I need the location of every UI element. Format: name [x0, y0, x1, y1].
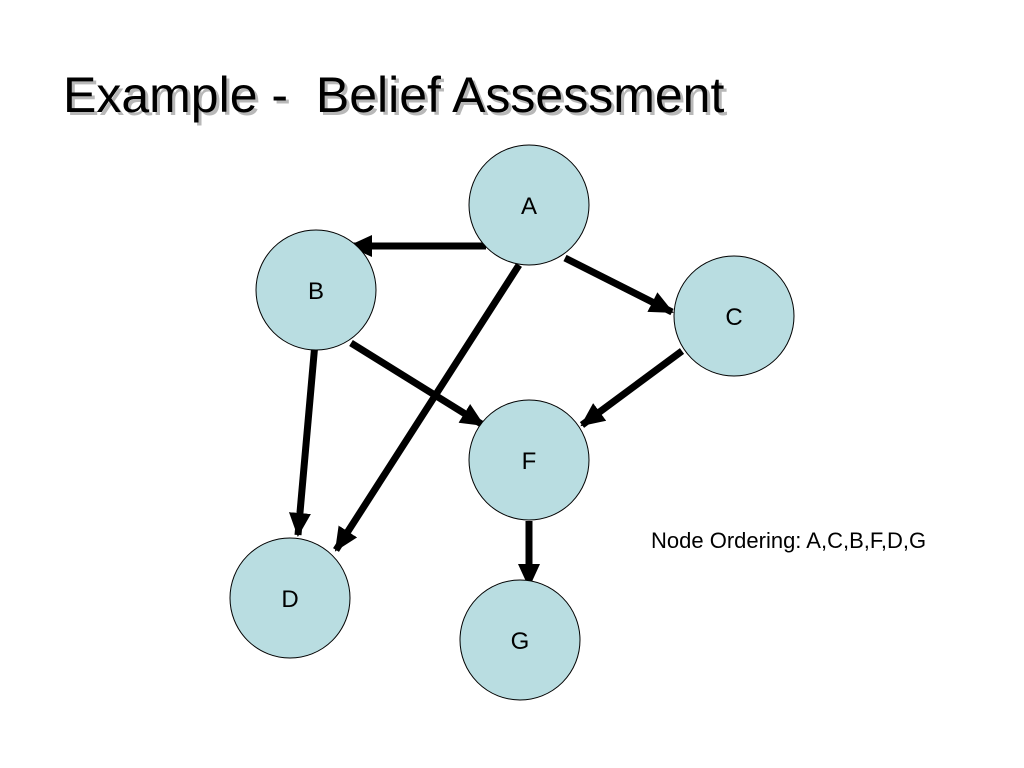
- edge-c-f: [579, 348, 685, 428]
- node-label: A: [521, 193, 537, 220]
- node-a: A: [468, 144, 590, 266]
- node-b: B: [255, 229, 377, 351]
- slide-title: Example - Belief Assessment: [63, 67, 725, 123]
- edges-layer: [288, 235, 685, 588]
- node-circle: [255, 229, 377, 351]
- node-c: C: [673, 255, 795, 377]
- edge-a-c: [563, 254, 674, 316]
- edge-a-d: [333, 263, 522, 552]
- node-ordering-note: Node Ordering: A,C,B,F,D,G: [651, 528, 927, 553]
- node-label: B: [308, 278, 324, 305]
- node-f: F: [468, 399, 590, 521]
- node-d: D: [229, 537, 351, 659]
- node-circle: [468, 144, 590, 266]
- node-label: D: [281, 586, 298, 613]
- nodes-layer: A B C F D G: [229, 144, 795, 701]
- node-label: G: [511, 628, 530, 655]
- node-circle: [673, 255, 795, 377]
- edge-b-d: [288, 342, 319, 537]
- node-circle: [229, 537, 351, 659]
- node-circle: [459, 579, 581, 701]
- node-label: C: [725, 304, 742, 331]
- node-circle: [468, 399, 590, 521]
- node-g: G: [459, 579, 581, 701]
- node-label: F: [522, 448, 537, 475]
- edge-b-f: [349, 340, 485, 428]
